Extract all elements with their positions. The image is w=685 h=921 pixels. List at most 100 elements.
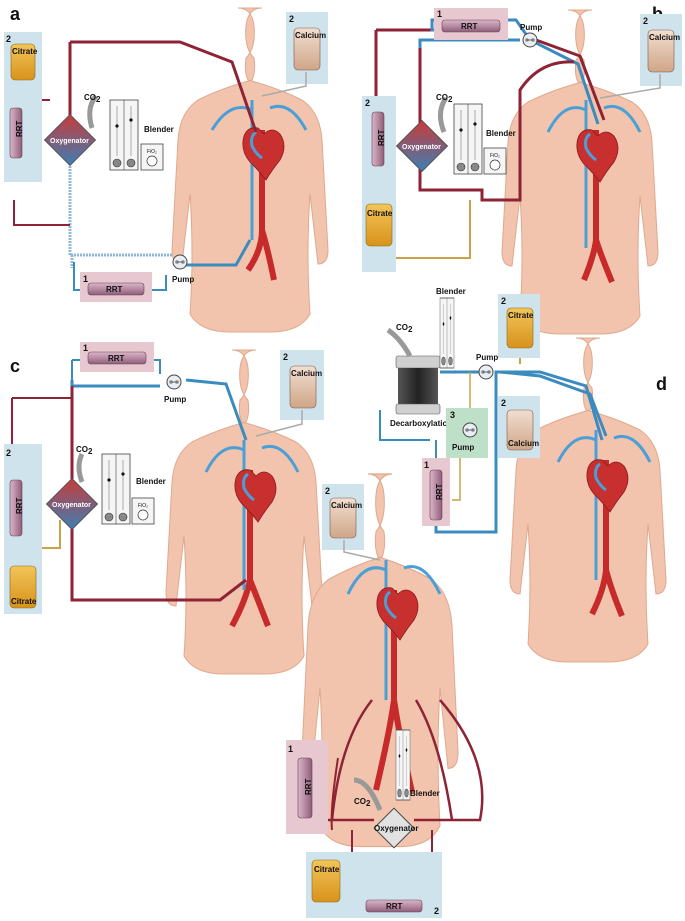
panel-a-drain-tube [68,160,172,268]
panel-e-calcium-label: Calcium [331,501,362,510]
panel-d-drum-cap-bottom [395,403,441,415]
panel-d-co2-sub: 2 [408,325,413,334]
panel-d-artery [589,460,625,618]
panel-e-co2: CO [354,797,366,806]
panel-e-calcium-bag-icon [329,497,357,539]
panel-c-citrate-bag-icon [9,565,37,609]
panel-b-rrt1-label: RRT [461,22,478,31]
panel-d-citrate-label: Citrate [508,311,534,320]
panel-c-oxygenator-label: Oxygenator [52,502,91,509]
panel-c-oxygenator-icon [45,477,99,531]
panel-c-flowmeter-icon [101,453,131,525]
panel-c-rrt1-num: 1 [83,343,88,353]
panel-d-decarbox-label: Decarboxylation [390,419,452,428]
panel-a-co2-sub: 2 [96,95,101,104]
panel-a-rrt1-label: RRT [106,285,123,294]
panel-b-rrt2-num: 2 [365,98,370,108]
panel-a-letter: a [10,4,21,24]
panel-a-co2: CO [84,93,96,102]
panel-e-citrate-bag-icon [311,859,341,903]
panel-a-rrt2-num: 2 [6,34,11,44]
panel-e-rrt2-label: RRT [386,902,403,911]
panel-a-rrt2-label: RRT [15,120,24,137]
panel-a-return-tube [70,40,258,133]
panel-b-vein [546,100,642,248]
panel-c-co2: CO [76,445,88,454]
panel-b-rrt1-filter-icon [441,19,501,33]
panel-e-rrt1-num: 1 [288,744,293,754]
panel-b-co2: CO [436,93,448,102]
panel-c-rrt2-filter-icon [9,479,23,537]
panel-a-rrt1-filter-icon [87,282,145,296]
panel-c-pump-icon [166,374,182,390]
panel-b-flowmeter-icon [453,103,483,175]
panel-d-body [509,337,667,663]
panel-b-citrate-bag-icon [365,203,393,247]
panel-b-co2-arrow [438,96,449,133]
panel-e-rrt2-filter-icon [365,899,423,913]
panel-b-oxygenator-label: Oxygenator [402,144,441,151]
panel-b-calcium-label: Calcium [649,33,680,42]
panel-b-calcium-num: 2 [643,16,648,26]
panel-b-rrt2-label: RRT [377,129,386,146]
panel-b-dial-icon [483,147,507,175]
panel-b-calcium-bag-icon [647,29,675,73]
panel-a-artery [245,130,277,281]
panel-e-oxygenator-label: Oxygenator [374,824,418,833]
panel-b-artery [581,130,615,284]
panel-a-rrt2-filter-icon [9,107,23,159]
panel-b-pump-label: Pump [520,23,542,32]
panel-d-letter: d [656,374,667,394]
panel-d-rrt1-filter-icon [429,469,443,521]
panel-a: a 2 Citrate RRT Oxygenator CO 2 Blende [4,4,329,333]
panel-e-co2-sub: 2 [366,799,371,808]
panel-c-co2-arrow [76,452,85,483]
panel-d-decarbox-icon [398,368,438,404]
panel-c-rrt1-filter-icon [87,351,147,365]
panel-b-citrate-label: Citrate [367,209,393,218]
panel-c-artery [229,470,271,628]
panel-c-co2-sub: 2 [88,447,93,456]
panel-c-rrt2-label: RRT [15,497,24,514]
panel-b: b 2 RRT Citrate Oxygenator CO 2 Blender … [362,4,682,335]
panel-c-rrt1-label: RRT [108,354,125,363]
panel-e-rrt1-filter-icon [297,757,313,819]
panel-e-flowmeter-icon [395,729,411,801]
panel-a-oxygenator-icon [43,113,97,167]
panel-d: d Decarboxylation CO 2 Blender Pump 3 Pu… [379,287,667,663]
panel-e-vein [346,560,442,700]
panel-a-rrt1-num: 1 [83,274,88,284]
panel-e-blender-label: Blender [410,789,440,798]
panel-d-pump3-label: Pump [452,443,474,452]
panel-c-calcium-bag-icon [289,365,317,409]
panel-e-rrt1-label: RRT [304,778,313,795]
panel-c-pump-label: Pump [164,395,186,404]
panel-d-citrate-num: 2 [501,296,506,306]
panel-d-pump3-icon [462,422,478,438]
panel-a-citrate-bag-icon [10,43,36,81]
panel-e-calcium-num: 2 [325,486,330,496]
panel-d-flowmeter-icon [439,297,455,369]
panel-a-blender-label: Blender [144,125,174,134]
panel-a-calcium-bag-icon [293,27,321,71]
panel-d-pump3-num: 3 [450,410,455,420]
panel-d-co2-arrow [386,327,413,358]
panel-d-rrt1-num: 1 [424,460,429,470]
panel-c-blender-label: Blender [136,477,166,486]
panel-e-oxygenator-icon [373,807,415,849]
panel-a-pump-label: Pump [172,275,194,284]
panel-a-oxygenator-label: Oxygenator [50,138,89,145]
panel-b-pump-icon [522,32,538,48]
panel-e-co2-arrow [353,777,383,811]
panel-d-co2: CO [396,323,408,332]
panel-d-calcium-num: 2 [501,398,506,408]
panel-a-pump-icon [172,254,188,270]
panel-d-rrt1-label: RRT [435,483,444,500]
panel-d-blender-label: Blender [436,287,466,296]
panel-a-calcium-num: 2 [289,14,294,24]
panel-b-rrt2-filter-icon [371,111,385,167]
panel-b-blender-label: Blender [486,129,516,138]
panel-c-letter: c [10,356,20,376]
